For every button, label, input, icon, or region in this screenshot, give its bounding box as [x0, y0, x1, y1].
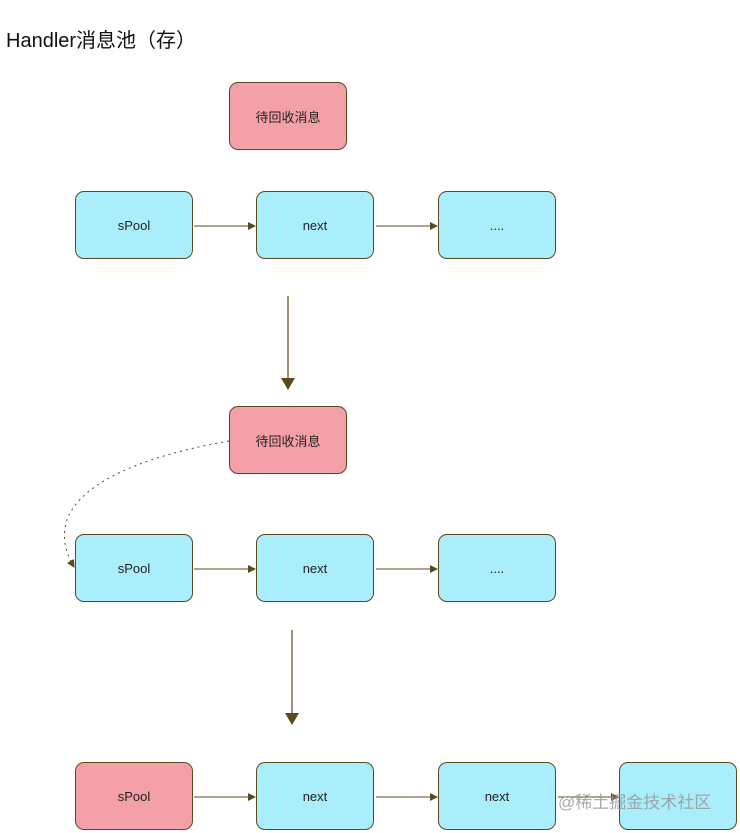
spool-node-3: sPool — [75, 762, 193, 830]
spool-node-2: sPool — [75, 534, 193, 602]
more-node-2: .... — [438, 534, 556, 602]
next-node-3b: next — [438, 762, 556, 830]
next-node-1: next — [256, 191, 374, 259]
pending-message-node-1: 待回收消息 — [229, 82, 347, 150]
pending-message-node-2: 待回收消息 — [229, 406, 347, 474]
diagram-title: Handler消息池（存） — [6, 30, 197, 52]
spool-node-1: sPool — [75, 191, 193, 259]
next-node-2: next — [256, 534, 374, 602]
last-node-3 — [619, 762, 737, 830]
next-node-3: next — [256, 762, 374, 830]
more-node-1: .... — [438, 191, 556, 259]
watermark: @稀土掘金技术社区 — [558, 793, 712, 812]
